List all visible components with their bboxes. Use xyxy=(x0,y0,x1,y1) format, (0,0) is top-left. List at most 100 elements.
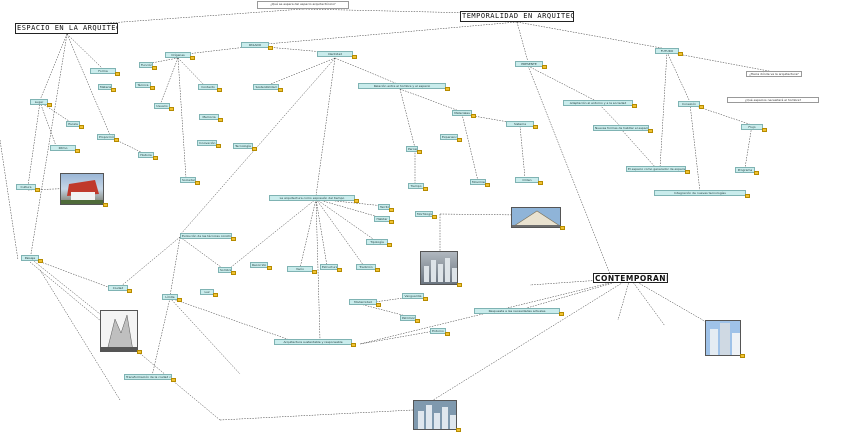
concept-node[interactable]: Contexto xyxy=(198,84,218,90)
concept-node[interactable]: Sostenibilidad xyxy=(253,84,279,90)
resource-badge-icon[interactable] xyxy=(218,118,223,122)
resource-badge-icon[interactable] xyxy=(38,259,43,263)
concept-node[interactable]: Movimiento xyxy=(470,179,486,185)
photo-thumbnail[interactable] xyxy=(413,400,457,430)
contemporary-title[interactable]: CONTEMPORANEIDAD xyxy=(593,273,668,283)
concept-node[interactable]: Historia xyxy=(138,152,154,158)
concept-node[interactable]: Tiempo xyxy=(408,183,424,189)
concept-node-long[interactable]: Evolución de las técnicas constructivas xyxy=(180,233,232,239)
resource-badge-icon[interactable] xyxy=(685,170,690,174)
concept-node[interactable]: Ciudad xyxy=(108,285,128,291)
resource-badge-icon[interactable] xyxy=(533,125,538,129)
resource-badge-icon[interactable] xyxy=(457,283,462,287)
resource-badge-icon[interactable] xyxy=(252,147,257,151)
resource-badge-icon[interactable] xyxy=(150,86,155,90)
resource-badge-icon[interactable] xyxy=(79,125,84,129)
concept-node[interactable]: Escala xyxy=(66,121,80,127)
resource-badge-icon[interactable] xyxy=(195,181,200,185)
concept-node-long[interactable]: Adaptación al entorno y a la sociedad xyxy=(563,100,633,106)
concept-node[interactable]: Lugar xyxy=(30,99,48,105)
resource-badge-icon[interactable] xyxy=(137,350,142,354)
concept-node[interactable]: Entorno xyxy=(430,328,446,334)
concept-node[interactable]: Tradición xyxy=(356,264,376,270)
temporality-title[interactable]: TEMPORALIDAD EN ARQUITECTURA xyxy=(460,11,574,22)
resource-badge-icon[interactable] xyxy=(75,149,80,153)
concept-node[interactable]: Modernidad xyxy=(349,299,377,305)
resource-badge-icon[interactable] xyxy=(190,56,195,60)
resource-badge-icon[interactable] xyxy=(389,208,394,212)
branch-past[interactable]: PASADO xyxy=(241,42,269,48)
resource-badge-icon[interactable] xyxy=(171,378,176,382)
resource-badge-icon[interactable] xyxy=(542,65,547,69)
concept-node-long[interactable]: Transformación de la ciudad contemporáne… xyxy=(124,374,172,380)
concept-node[interactable]: Forma xyxy=(90,68,116,74)
resource-badge-icon[interactable] xyxy=(648,129,653,133)
resource-badge-icon[interactable] xyxy=(754,171,759,175)
resource-badge-icon[interactable] xyxy=(632,104,637,108)
resource-badge-icon[interactable] xyxy=(762,128,767,132)
concept-node[interactable]: Luz xyxy=(200,289,214,295)
resource-badge-icon[interactable] xyxy=(111,88,116,92)
photo-thumbnail[interactable] xyxy=(511,207,561,228)
resource-badge-icon[interactable] xyxy=(35,188,40,192)
resource-badge-icon[interactable] xyxy=(217,88,222,92)
concept-node[interactable]: Identidad xyxy=(317,51,353,57)
resource-badge-icon[interactable] xyxy=(445,87,450,91)
resource-badge-icon[interactable] xyxy=(538,181,543,185)
resource-badge-icon[interactable] xyxy=(740,354,745,358)
concept-node[interactable]: Habitar xyxy=(374,216,390,222)
concept-node[interactable]: Sistema xyxy=(506,121,534,127)
concept-node-long[interactable]: Respuesta a las necesidades actuales xyxy=(474,308,560,314)
resource-badge-icon[interactable] xyxy=(376,303,381,307)
resource-badge-icon[interactable] xyxy=(267,266,272,270)
resource-badge-icon[interactable] xyxy=(456,428,461,432)
concept-node[interactable]: Orden xyxy=(515,177,539,183)
resource-badge-icon[interactable] xyxy=(153,156,158,160)
concept-node[interactable]: Estructura xyxy=(320,264,338,270)
concept-node-long[interactable]: Arquitectura sustentable y responsable xyxy=(274,339,352,345)
resource-badge-icon[interactable] xyxy=(745,194,750,198)
concept-node[interactable]: Tecnología xyxy=(233,143,253,149)
concept-node[interactable]: Flujo xyxy=(741,124,763,130)
photo-thumbnail[interactable] xyxy=(60,173,104,205)
resource-badge-icon[interactable] xyxy=(699,105,704,109)
concept-node[interactable]: Territorio xyxy=(378,204,390,210)
concept-node[interactable]: Función xyxy=(139,62,153,68)
concept-node[interactable]: Materiales xyxy=(452,110,472,116)
concept-node[interactable]: Límite xyxy=(162,294,178,300)
resource-badge-icon[interactable] xyxy=(127,289,132,293)
branch-present[interactable]: PRESENTE xyxy=(515,61,543,67)
resource-badge-icon[interactable] xyxy=(216,144,221,148)
concept-node[interactable]: Técnica xyxy=(135,82,151,88)
resource-badge-icon[interactable] xyxy=(387,243,392,247)
concept-node-long[interactable]: Relación entre el hombre y el espacio xyxy=(358,83,446,89)
resource-badge-icon[interactable] xyxy=(417,150,422,154)
concept-node[interactable]: Materia xyxy=(98,84,112,90)
resource-badge-icon[interactable] xyxy=(278,88,283,92)
resource-badge-icon[interactable] xyxy=(678,52,683,56)
branch-origins[interactable]: Orígenes xyxy=(165,52,191,58)
resource-badge-icon[interactable] xyxy=(432,215,437,219)
concept-node-long[interactable]: El espacio como generador de experiencia… xyxy=(626,166,686,172)
resource-badge-icon[interactable] xyxy=(231,271,236,275)
resource-badge-icon[interactable] xyxy=(114,138,119,142)
concept-node[interactable]: Morfología xyxy=(415,211,433,217)
resource-badge-icon[interactable] xyxy=(485,183,490,187)
resource-badge-icon[interactable] xyxy=(423,187,428,191)
concept-node[interactable]: Sombra xyxy=(218,267,232,273)
concept-node[interactable]: Proporción xyxy=(97,134,115,140)
resource-badge-icon[interactable] xyxy=(103,203,108,207)
resource-badge-icon[interactable] xyxy=(152,66,157,70)
concept-node[interactable]: Usuario xyxy=(154,103,170,109)
concept-node-long[interactable]: Integración de nuevas tecnologías xyxy=(654,190,746,196)
resource-badge-icon[interactable] xyxy=(47,103,52,107)
concept-node[interactable]: Vacío xyxy=(287,266,313,272)
resource-badge-icon[interactable] xyxy=(351,343,356,347)
resource-badge-icon[interactable] xyxy=(354,199,359,203)
concept-node[interactable]: Vanguardia xyxy=(402,293,424,299)
concept-node[interactable]: Paisaje xyxy=(21,255,39,261)
concept-node[interactable]: Conexión xyxy=(678,101,700,107)
future-question[interactable]: ¿Hacia dónde va la arquitectura? xyxy=(746,71,802,77)
resource-badge-icon[interactable] xyxy=(457,138,462,142)
